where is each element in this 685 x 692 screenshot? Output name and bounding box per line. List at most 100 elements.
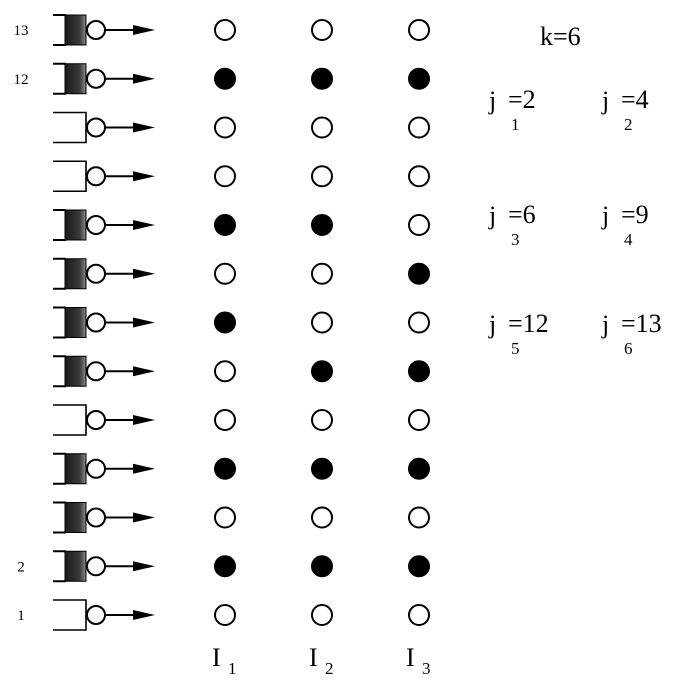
column-label-letter: I [212,643,221,672]
arrow-icon [105,561,155,572]
row [53,257,430,290]
selected-dot [311,457,333,480]
arrow-icon [105,122,155,133]
selected-dot [408,360,430,383]
row: 1 [17,599,430,631]
row: 13 [14,14,430,46]
j-label-letter: j [488,310,496,339]
unselected-dot [214,116,236,139]
gate-icon-filled [53,14,106,46]
j-label-letter: j [488,201,496,230]
unselected-dot [311,311,333,334]
arrow-icon [105,25,155,35]
row-number-label: 12 [14,72,29,88]
arrow-icon [105,512,155,523]
row-number-label: 2 [17,559,25,575]
arrow-icon [105,268,155,279]
row [53,452,430,485]
j-label-index: 6 [624,339,633,358]
row [53,355,430,388]
unselected-dot [408,506,430,529]
column-label-letter: I [406,643,415,672]
column-label-index: 2 [325,659,334,678]
arrow-icon [105,73,155,84]
arrow-icon [105,220,155,230]
gate-icon-filled [53,452,106,485]
selected-dot [311,555,333,578]
arrow-icon [105,317,155,328]
unselected-dot [214,604,236,626]
unselected-dot [214,165,236,188]
selected-dot [214,555,236,578]
j-label-value: =13 [621,309,662,338]
row [53,404,430,436]
gate-icon-filled [53,550,106,583]
selected-dot [311,360,333,383]
arrow-icon [105,415,155,425]
unselected-dot [408,409,430,431]
row [53,306,430,339]
j-label: j5=12 [488,309,549,358]
unselected-dot [408,214,430,236]
selected-dot [408,457,430,480]
selected-dot [311,67,333,90]
selected-dot [214,214,236,236]
gate-icon-filled [53,355,106,388]
gate-icon-filled [53,257,106,290]
selected-dot [214,311,236,334]
selected-dot [408,67,430,90]
arrow-icon [105,463,155,474]
gate-icon-filled [53,501,106,534]
j-label-value: =9 [621,200,649,229]
j-label-letter: j [601,86,609,115]
unselected-dot [311,506,333,529]
j-label-value: =4 [621,85,649,114]
unselected-dot [311,116,333,139]
gate-icon-open [53,111,106,144]
gate-icon-open [53,599,106,631]
j-label-value: =6 [508,200,536,229]
j-label-letter: j [488,86,496,115]
unselected-dot [408,165,430,188]
selected-dot [214,457,236,480]
j-label: j2=4 [601,85,649,134]
row [53,209,430,241]
arrow-icon [105,366,155,377]
j-label-letter: j [601,201,609,230]
unselected-dot [311,262,333,285]
gate-icon-filled [53,209,106,241]
unselected-dot [214,409,236,431]
row: 2 [17,550,430,583]
row [53,160,430,193]
j-label-index: 5 [511,339,520,358]
column-label-letter: I [309,643,318,672]
unselected-dot [214,262,236,285]
selected-dot [408,555,430,578]
selected-dot [311,214,333,236]
row-number-label: 1 [17,608,25,624]
gate-icon-open [53,160,106,193]
selected-dot [214,67,236,90]
unselected-dot [311,165,333,188]
unselected-dot [408,116,430,139]
j-label: j6=13 [601,309,662,358]
gate-icon-filled [53,306,106,339]
j-label-index: 1 [511,115,520,134]
column-label-index: 3 [422,659,431,678]
unselected-dot [311,604,333,626]
unselected-dot [408,19,430,41]
j-label-value: =2 [508,85,536,114]
j-label-letter: j [601,310,609,339]
gate-icon-open [53,404,106,436]
row [53,111,430,144]
unselected-dot [311,409,333,431]
k-label: k=6 [540,22,581,51]
unselected-dot [214,506,236,529]
unselected-dot [408,604,430,626]
j-label: j3=6 [488,200,536,249]
gate-icon-filled [53,62,106,95]
